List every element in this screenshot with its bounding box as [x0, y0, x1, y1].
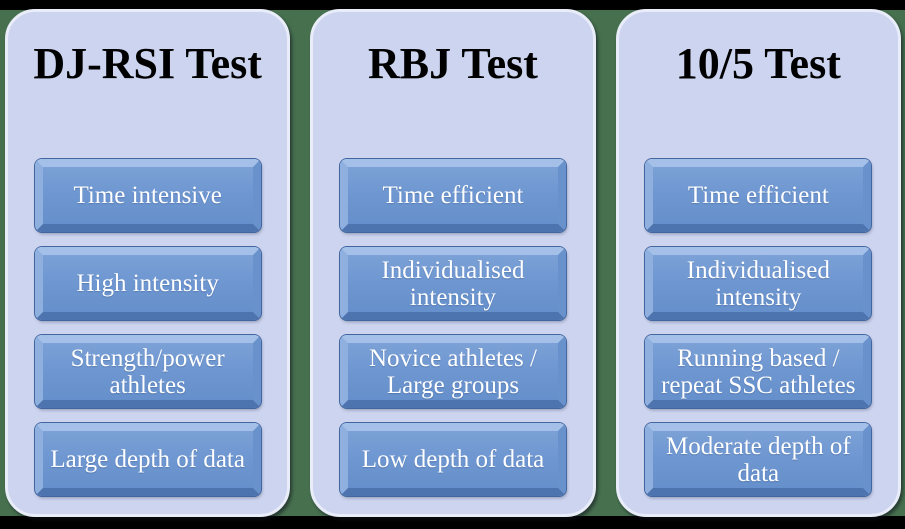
- button-bevel: [339, 335, 566, 408]
- feature-button: Strength/power athletes: [34, 335, 261, 408]
- panel-rbj-test: RBJ Test Time efficient Individualised i…: [310, 9, 596, 517]
- button-label: Time intensive: [73, 182, 222, 209]
- feature-list: Time efficient Individualised intensity …: [313, 159, 592, 496]
- feature-list: Time intensive High intensity Strength/p…: [8, 159, 287, 496]
- button-bevel: [34, 423, 261, 496]
- button-bevel: [645, 335, 872, 408]
- button-label: Time efficient: [687, 182, 829, 209]
- panels-row: DJ-RSI Test Time intensive High intensit…: [5, 9, 901, 517]
- panel-dj-rsi-test: DJ-RSI Test Time intensive High intensit…: [5, 9, 291, 517]
- button-bevel: [339, 159, 566, 232]
- button-bevel: [645, 423, 872, 496]
- button-label: Novice athletes / Large groups: [368, 344, 537, 399]
- feature-button: Moderate depth of data: [645, 423, 872, 496]
- feature-button: Time efficient: [339, 159, 566, 232]
- button-bevel: [34, 247, 261, 320]
- button-label: Individualised intensity: [381, 256, 525, 311]
- feature-button: High intensity: [34, 247, 261, 320]
- panel-title: RBJ Test: [368, 39, 538, 88]
- button-label: Large depth of data: [50, 446, 245, 473]
- feature-button: Individualised intensity: [645, 247, 872, 320]
- feature-button: Novice athletes / Large groups: [339, 335, 566, 408]
- feature-button: Time efficient: [645, 159, 872, 232]
- feature-button: Low depth of data: [339, 423, 566, 496]
- feature-button: Large depth of data: [34, 423, 261, 496]
- button-label: Low depth of data: [361, 446, 545, 473]
- button-bevel: [645, 159, 872, 232]
- button-label: High intensity: [76, 270, 219, 297]
- feature-list: Time efficient Individualised intensity …: [619, 159, 898, 496]
- button-bevel: [339, 247, 566, 320]
- feature-button: Individualised intensity: [339, 247, 566, 320]
- button-label: Moderate depth of data: [665, 432, 851, 487]
- panel-title: DJ-RSI Test: [33, 39, 262, 88]
- button-bevel: [34, 335, 261, 408]
- panel-title: 10/5 Test: [675, 39, 841, 88]
- feature-button: Time intensive: [34, 159, 261, 232]
- panel-10-5-test: 10/5 Test Time efficient Individualised …: [615, 9, 901, 517]
- button-label: Strength/power athletes: [70, 344, 225, 399]
- feature-button: Running based / repeat SSC athletes: [645, 335, 872, 408]
- button-label: Time efficient: [382, 182, 524, 209]
- button-label: Running based / repeat SSC athletes: [661, 344, 856, 399]
- button-bevel: [339, 423, 566, 496]
- button-bevel: [645, 247, 872, 320]
- button-bevel: [34, 159, 261, 232]
- button-label: Individualised intensity: [686, 256, 830, 311]
